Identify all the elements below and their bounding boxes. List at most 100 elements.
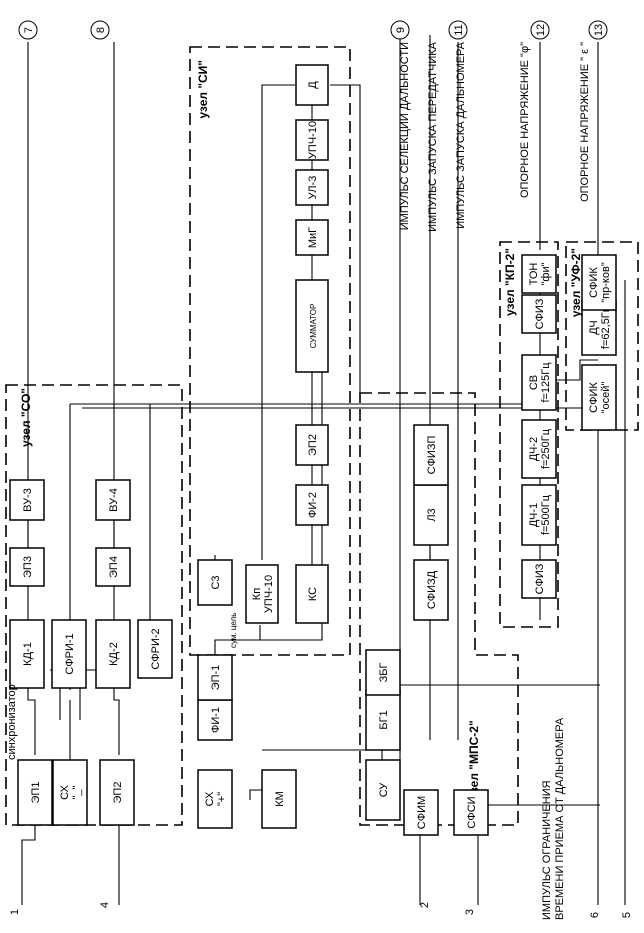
- label-t12: ОПОРНОЕ НАПРЯЖЕНИЕ "φ": [519, 42, 531, 198]
- block-label: f=250Гц: [540, 428, 552, 469]
- block-label: СФИЗ: [534, 563, 546, 594]
- block-ton: ТОН"фи": [521, 254, 557, 294]
- block-label: ДЧ: [588, 320, 600, 334]
- block-label: ФИ-2: [307, 492, 319, 518]
- block-sfik-prkov: СФИК"пр-ков": [581, 254, 617, 311]
- block-label: СФИК: [588, 267, 600, 298]
- block-cx-plus: СХ"+": [197, 769, 233, 829]
- block-cy: СУ: [365, 759, 401, 821]
- terminal-13: 13: [588, 20, 608, 40]
- label-t11: ИМПУЛЬС ЗАПУСКА ДАЛЬНОМЕРА: [455, 41, 467, 228]
- block-kd2: КД-2: [95, 619, 131, 689]
- block-vu4: ВУ-4: [95, 479, 131, 521]
- block-label: СФРИ-1: [64, 633, 76, 674]
- block-label: СВ: [528, 375, 540, 390]
- wire-d-right: [330, 84, 361, 400]
- group-si-frame: [189, 46, 351, 656]
- svg-text:12: 12: [535, 24, 547, 36]
- block-sfik-osei: СФИК"осей": [581, 364, 617, 431]
- block-label: С3: [210, 575, 222, 589]
- block-label: СФСИ: [466, 796, 478, 828]
- svg-text:9: 9: [395, 27, 407, 33]
- terminal-5: 5: [621, 912, 633, 918]
- block-label: Кп: [251, 588, 263, 600]
- block-label: СФИЗ: [534, 298, 546, 329]
- wire-in1: [21, 824, 36, 905]
- block-km: КМ: [261, 769, 297, 829]
- block-l3: Л3: [413, 484, 449, 546]
- block-label: БГ1: [378, 710, 390, 729]
- block-fi2: ФИ-2: [295, 484, 329, 526]
- block-label: ЭП3: [22, 556, 34, 578]
- svg-text:7: 7: [23, 27, 35, 33]
- group-mps-frame: [359, 392, 519, 826]
- block-upch10: УПЧ-10: [295, 119, 329, 161]
- terminal-7: 7: [18, 20, 38, 40]
- label-sync: синхронизатор: [6, 684, 18, 760]
- block-vu3: ВУ-3: [9, 479, 45, 521]
- block-label: УЛ-3: [307, 176, 319, 200]
- terminal-8: 8: [90, 20, 110, 40]
- terminal-3: 3: [464, 909, 476, 915]
- block-label: КС: [307, 587, 319, 601]
- block-label: СФРИ-2: [150, 628, 162, 669]
- group-uf-title: узел "УФ-2": [569, 248, 583, 317]
- svg-text:8: 8: [95, 27, 107, 33]
- block-ep4: ЭП4: [95, 547, 131, 587]
- terminal-2: 2: [419, 902, 431, 908]
- label-t9: ИМПУЛЬС СЕЛЕКЦИИ ДАЛЬНОСТИ: [399, 42, 411, 230]
- block-label: ЭП-1: [210, 665, 222, 691]
- block-ep2-left: ЭП2: [99, 759, 135, 826]
- block-label: УПЧ-10: [263, 575, 275, 613]
- block-kc: КС: [295, 564, 329, 624]
- block-label: ЭП2: [307, 434, 319, 456]
- block-label: "пр-ков": [600, 262, 612, 303]
- label-t10: ИМПУЛЬС ЗАПУСКА ПЕРЕДАТЧИКА: [427, 41, 439, 231]
- block-sfri2: СФРИ-2: [137, 619, 173, 679]
- block-label: ЭП1: [30, 782, 42, 804]
- label-sum-target: сум. цель: [229, 613, 238, 648]
- block-label: ЭП4: [108, 556, 120, 578]
- group-kp-frame: [499, 241, 559, 628]
- terminal-6: 6: [589, 912, 601, 918]
- block-ep3: ЭП3: [9, 547, 45, 587]
- wire-sum: [214, 625, 261, 660]
- block-label: ВУ-4: [108, 488, 120, 512]
- terminal-1: 1: [9, 909, 21, 915]
- block-d: Д: [295, 64, 329, 106]
- wire-ep2-kd2: [113, 680, 120, 755]
- block-label: Л3: [426, 508, 438, 521]
- block-kd1: КД-1: [9, 619, 45, 689]
- block-label: МиГ: [307, 227, 319, 248]
- block-label: СФИК: [588, 382, 600, 413]
- block-label: СХ: [204, 791, 216, 806]
- block-label: УПЧ-10: [307, 121, 319, 159]
- block-sfizd: СФИЗД: [413, 559, 449, 621]
- block-sfiz1: СФИЗ: [521, 559, 557, 599]
- block-label: "фи": [540, 262, 552, 285]
- block-ep1-mid: ЭП-1: [197, 654, 233, 701]
- group-so-frame: [5, 384, 183, 826]
- block-label: "+": [216, 792, 228, 806]
- block-label: ТОН: [528, 263, 540, 286]
- block-label: ДЧ-1: [528, 503, 540, 527]
- block-label: ЗБГ: [378, 663, 390, 683]
- wire-ep1-kd1: [27, 680, 36, 755]
- block-label: f=125Гц: [540, 362, 552, 403]
- block-label: СУММАТОР: [309, 304, 318, 349]
- terminal-4: 4: [99, 902, 111, 908]
- block-sfizp: СФИЗП: [413, 424, 449, 486]
- block-label: ДЧ-2: [528, 437, 540, 461]
- block-label: СФИЗД: [426, 570, 438, 609]
- label-t13: ОПОРНОЕ НАПРЯЖЕНИЕ " ε ": [579, 42, 591, 202]
- svg-text:13: 13: [593, 24, 605, 36]
- block-label: КМ: [274, 791, 286, 807]
- svg-text:11: 11: [453, 24, 465, 35]
- block-sfsi: СФСИ: [453, 789, 489, 836]
- group-so-title: узел "СО": [19, 388, 33, 447]
- block-label: f=500Гц: [540, 494, 552, 535]
